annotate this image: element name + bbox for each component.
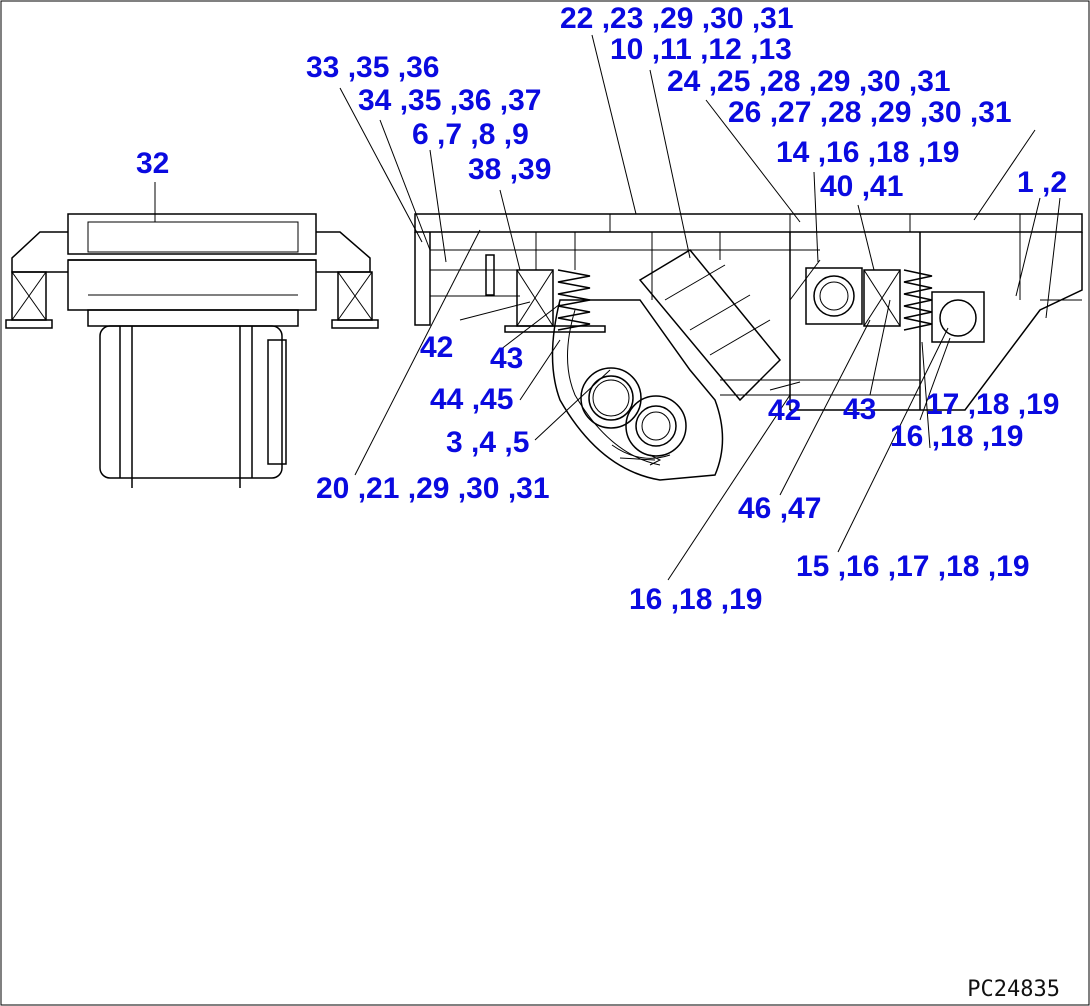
callout-43-left: 43 (490, 342, 524, 375)
callout-33-35-36: 33 ,35 ,36 (306, 51, 440, 84)
drawing-code: PC24835 (967, 977, 1060, 1002)
callout-42-left: 42 (420, 331, 454, 364)
callout-43-right: 43 (843, 393, 877, 426)
callout-32: 32 (136, 147, 170, 180)
callout-34-35-36-37: 34 ,35 ,36 ,37 (358, 84, 542, 117)
callout-38-39: 38 ,39 (468, 153, 552, 186)
callout-3-4-5: 3 ,4 ,5 (446, 426, 530, 459)
callout-1-2: 1 ,2 (1017, 166, 1068, 199)
callout-15-16-17-18-19: 15 ,16 ,17 ,18 ,19 (796, 550, 1030, 583)
callout-16-18-19-bottom: 16 ,18 ,19 (629, 583, 763, 616)
callout-10-11-12-13: 10 ,11 ,12 ,13 (610, 33, 792, 66)
callout-44-45: 44 ,45 (430, 383, 514, 416)
leader-lines (154, 34, 1061, 581)
callout-20-21-29-30-31: 20 ,21 ,29 ,30 ,31 (316, 472, 550, 505)
end-view (5, 213, 379, 488)
side-view (414, 213, 1083, 481)
callout-42-right: 42 (768, 394, 802, 427)
callout-40-41: 40 ,41 (820, 170, 904, 203)
callout-26-27-28-29-30-31: 26 ,27 ,28 ,29 ,30 ,31 (728, 96, 1012, 129)
callout-24-25-28-29-30-31: 24 ,25 ,28 ,29 ,30 ,31 (667, 65, 951, 98)
callout-14-16-18-19: 14 ,16 ,18 ,19 (776, 136, 960, 169)
callout-6-7-8-9: 6 ,7 ,8 ,9 (412, 118, 529, 151)
callout-46-47: 46 ,47 (738, 492, 822, 525)
callout-16-18-19-mid: 16 ,18 ,19 (890, 420, 1024, 453)
callout-17-18-19: 17 ,18 ,19 (926, 388, 1060, 421)
callout-22-23-29-30-31: 22 ,23 ,29 ,30 ,31 (560, 2, 794, 35)
